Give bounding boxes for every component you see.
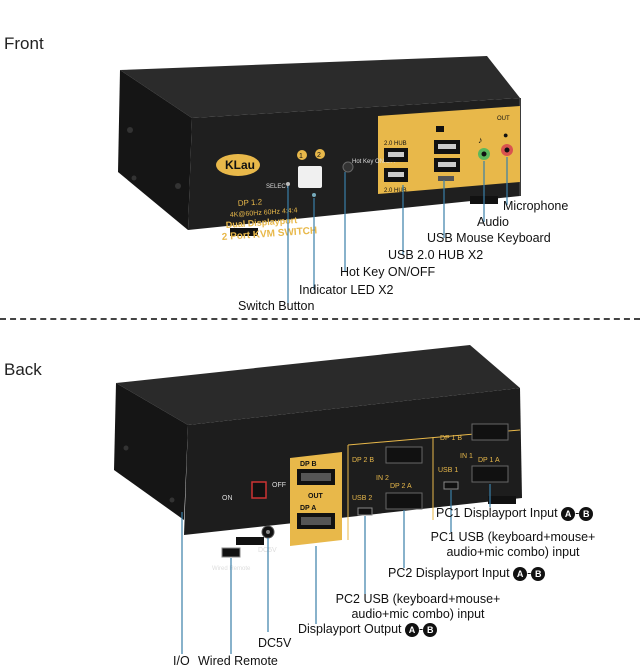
badge-a-2: A [513,566,528,581]
klau-logo: KLau [216,154,260,176]
dp2a-port [385,492,423,510]
product-text-1: DP 1.2 [238,197,263,208]
mic-icon: ● [503,130,508,140]
badge-b-3: B [423,622,438,637]
hotkey-label: Hot Key ON/OFF [352,159,398,165]
wired-remote-port [221,547,241,558]
badge-b: B [579,506,594,521]
dp1a-port [471,465,509,483]
front-left-side [118,70,192,230]
front-callout-lines [287,157,508,306]
hub-label-2: 2.0 HUB [384,188,407,194]
badge-b-2: B [531,566,546,581]
power-switch [251,481,267,499]
callout-dc5v: DC5V [258,636,292,650]
out-back-label: OUT [308,493,324,500]
callout-pc1-usb-line2: audio+mic combo) input [446,545,580,559]
port-label-1: 1 [299,153,303,160]
hub-label-1: 2.0 HUB [384,141,407,147]
on-label: ON [222,495,233,502]
callout-wired-remote: Wired Remote [198,654,278,668]
callout-pc2-usb: PC2 USB (keyboard+mouse+ audio+mic combo… [328,592,508,622]
badge-a-3: A [405,622,420,637]
callout-io: I/O [173,654,190,668]
usb2-label: USB 2 [352,495,372,502]
back-title: Back [4,360,42,379]
dp-out-b [297,469,335,485]
usb1-port [443,481,459,490]
dp-a-label: DP A [300,505,316,512]
callout-pc1-dp-text: PC1 Displayport Input [436,506,558,520]
section-divider [0,318,640,320]
dp-out-a [297,513,335,529]
callout-switch: Switch Button [238,299,315,313]
logo-text: KLau [225,158,255,172]
dp2a-label: DP 2 A [390,483,412,490]
wired-remote-label: Wired Remote [212,566,251,572]
out-label: OUT [497,116,510,122]
callout-usb-mouse-keyboard: USB Mouse Keyboard [427,231,551,245]
callout-usb-hub: USB 2.0 HUB X2 [388,248,484,262]
callout-pc1-dp: PC1 Displayport Input A-B [436,506,594,521]
product-text-3: Dual Displayport [225,215,297,230]
callout-dp-output: Displayport Output A-B [298,622,438,637]
badge-a: A [561,506,576,521]
callout-indicator: Indicator LED X2 [299,283,394,297]
callout-pc2-usb-line2: audio+mic combo) input [351,607,485,621]
back-top-surface [116,345,520,425]
front-top-surface [120,56,520,118]
front-title: Front [4,34,44,53]
usb2-port [357,507,373,516]
dp1b-label: DP 1 B [440,435,462,442]
callout-pc1-usb-line1: PC1 USB (keyboard+mouse+ [430,530,596,544]
product-text-2: 4K@60Hz 60Hz 4:4:4 [230,207,298,219]
callout-pc2-usb-line1: PC2 USB (keyboard+mouse+ [335,592,501,606]
callout-microphone: Microphone [503,199,569,213]
callout-pc2-dp-text: PC2 Displayport Input [388,566,510,580]
dp2b-port [385,446,423,464]
usb1-label: USB 1 [438,467,458,474]
dp-b-label: DP B [300,461,317,468]
front-device: KLau DP 1.2 4K@60Hz 60Hz 4:4:4 Dual Disp… [118,56,521,306]
in1-label: IN 1 [460,453,473,460]
dc-jack [261,525,275,539]
select-label: SELECT [266,184,290,190]
callout-pc1-usb: PC1 USB (keyboard+mouse+ audio+mic combo… [418,530,608,560]
dp1b-port [471,423,509,441]
back-left-side [114,383,188,520]
back-out-panel [290,452,342,546]
callout-dp-output-text: Displayport Output [298,622,402,636]
dp2b-label: DP 2 B [352,457,374,464]
dc-label: DC5V [258,547,277,554]
hotkey-switch [342,161,354,173]
in2-label: IN 2 [376,475,389,482]
select-button [298,166,322,188]
led-1 [286,182,290,186]
callout-pc2-dp: PC2 Displayport Input A-B [388,566,546,581]
off-label: OFF [272,482,286,489]
callout-hotkey: Hot Key ON/OFF [340,265,436,279]
speaker-icon: ♪ [478,135,483,145]
port-label-2: 2 [317,152,321,159]
led-2 [312,193,316,197]
dp1a-label: DP 1 A [478,457,500,464]
callout-audio: Audio [477,215,509,229]
